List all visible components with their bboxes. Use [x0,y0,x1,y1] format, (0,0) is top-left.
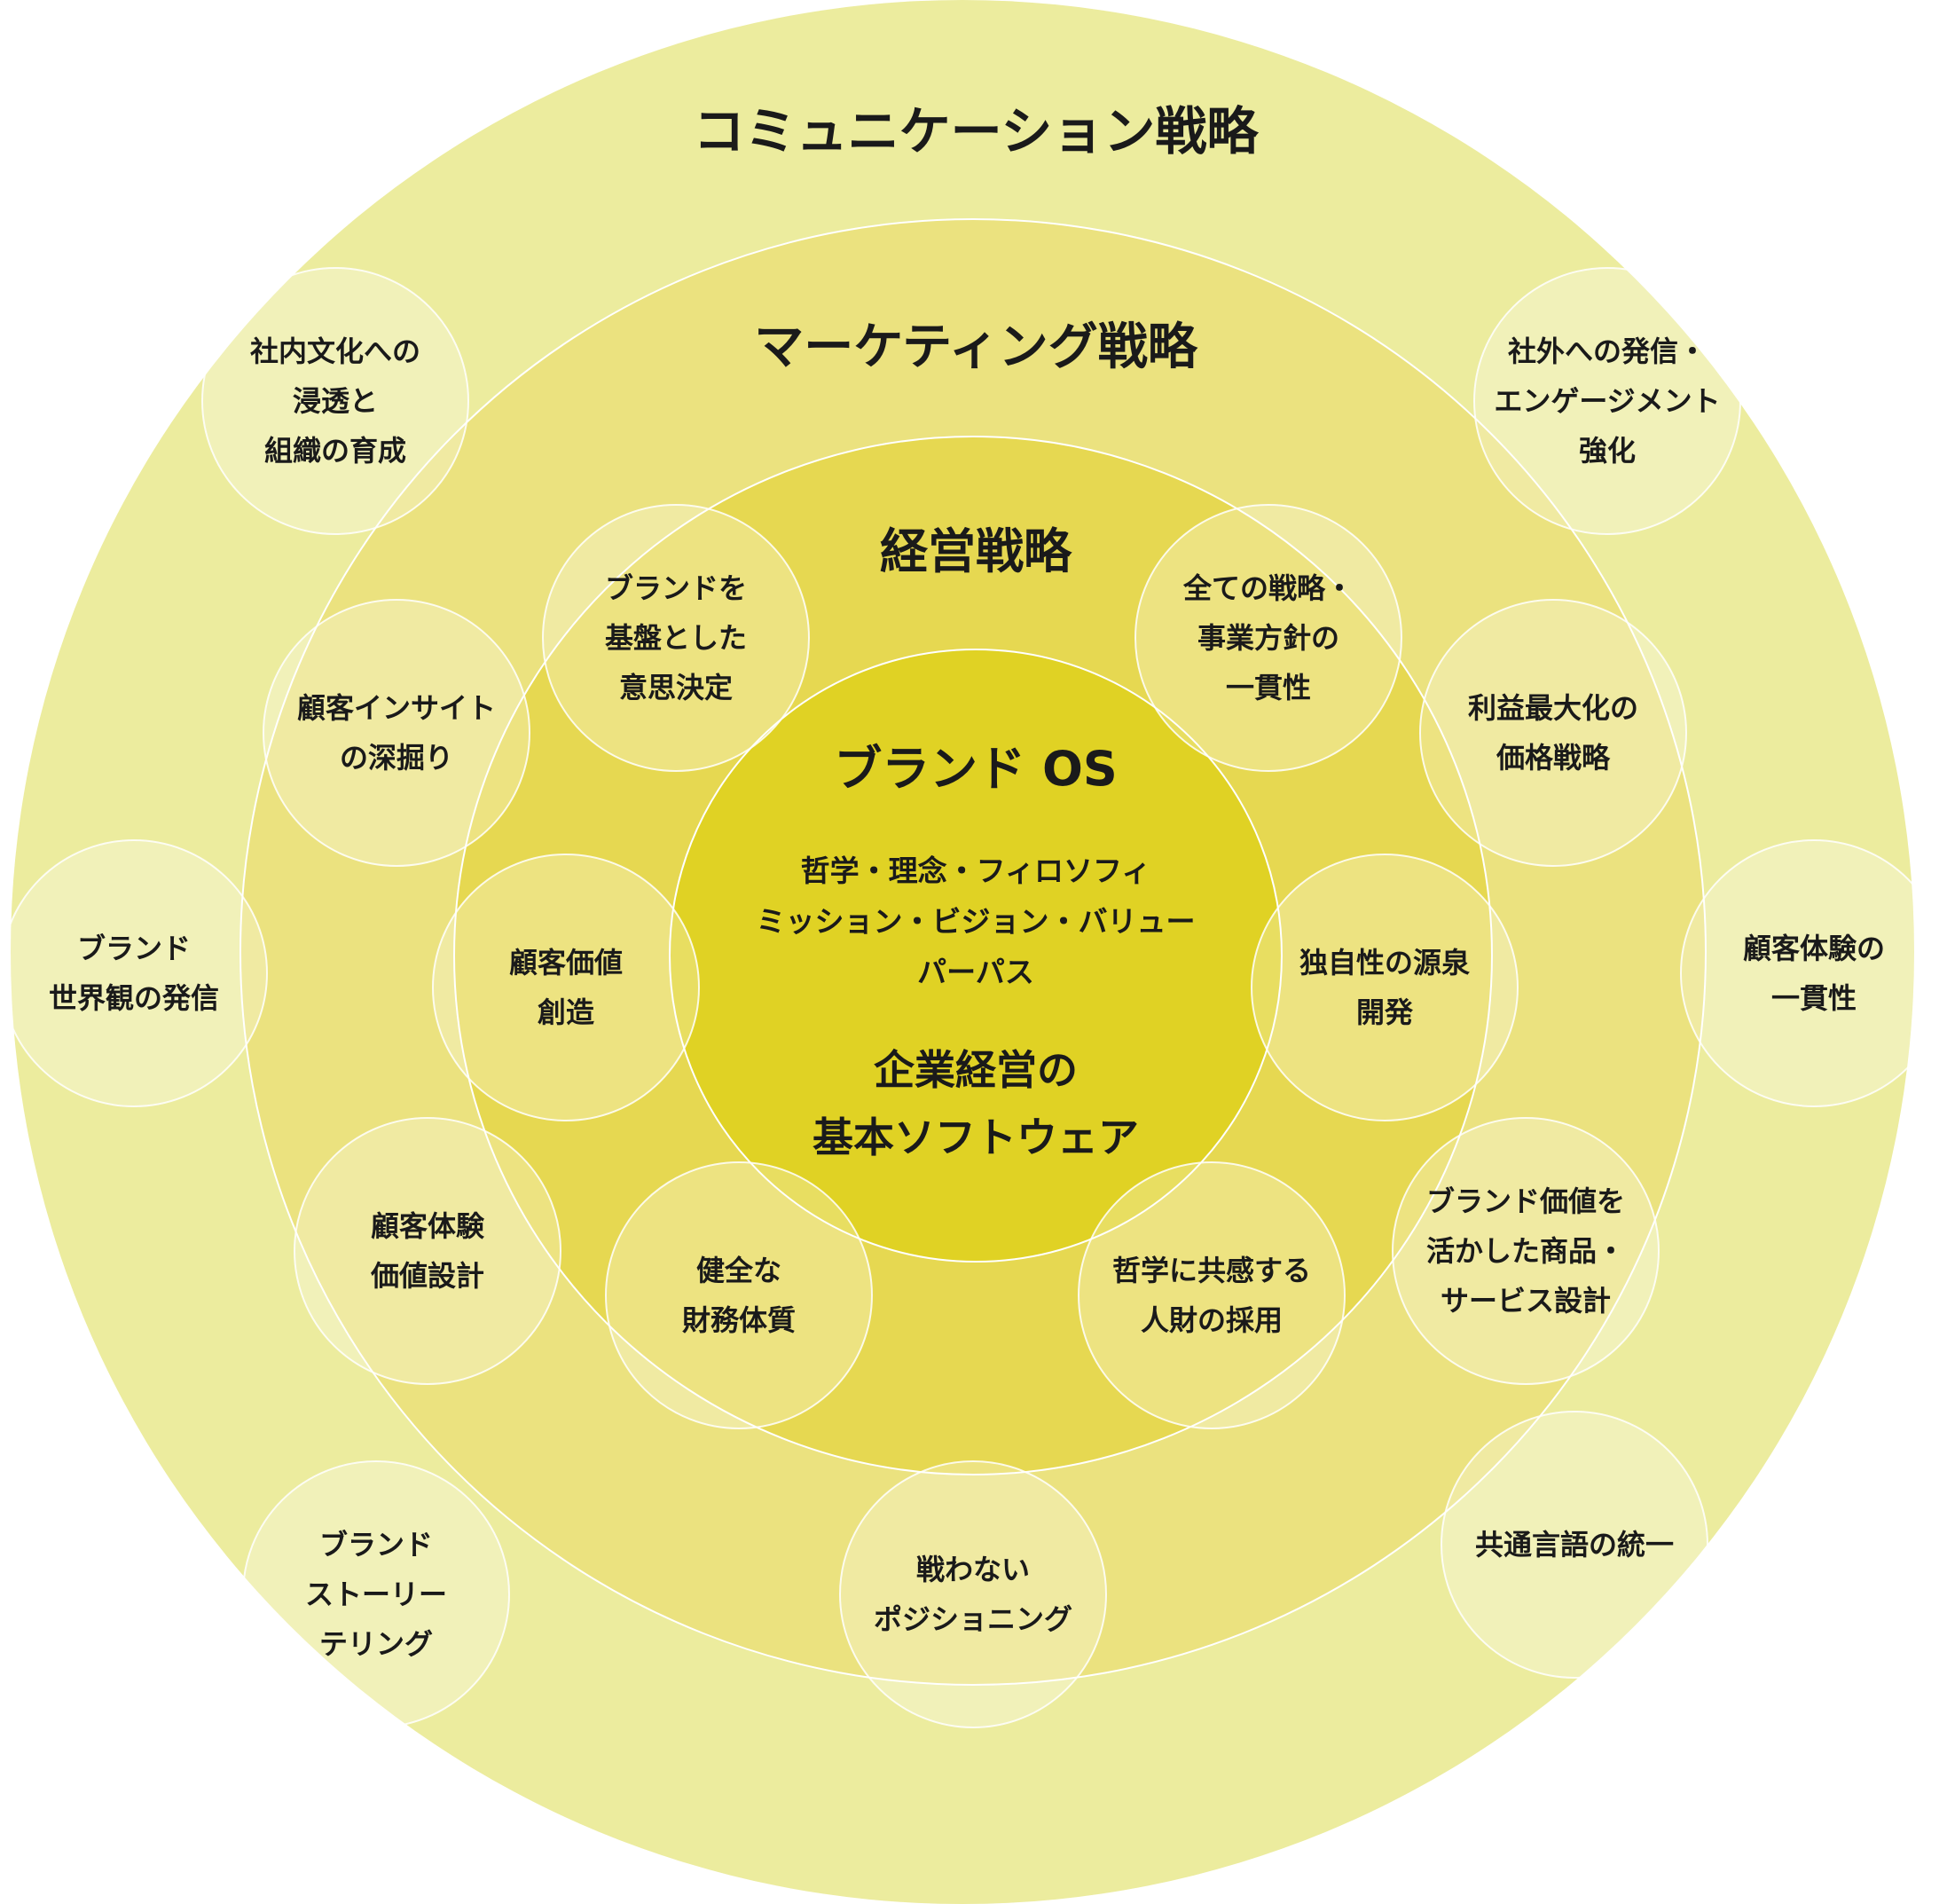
communication-bubble-4 [242,1460,510,1728]
marketing-bubble-3-line-1: 活かした商品・ [1426,1234,1625,1268]
marketing-bubble-4-line-1: ポジショニング [874,1602,1072,1636]
communication-bubble-5-line-0: 共通言語の統一 [1475,1528,1674,1562]
marketing-bubble-0-line-0: 顧客インサイト [297,691,496,725]
management-bubble-1-line-2: 一貫性 [1226,671,1311,704]
management-bubble-5-line-1: 人財の採用 [1141,1303,1283,1337]
management-bubble-0 [542,504,810,772]
management-bubble-2 [432,854,700,1121]
marketing-bubble-3-line-2: サービス設計 [1441,1284,1611,1318]
management-ring-title: 経営戦略 [880,523,1072,579]
communication-bubble-4-line-1: ストーリー [305,1577,447,1611]
management-bubble-5 [1078,1161,1346,1429]
marketing-bubble-2-line-0: 顧客体験 [371,1209,485,1243]
communication-bubble-3 [1680,839,1947,1107]
marketing-bubble-0 [263,599,530,867]
communication-bubble-2-line-1: 世界観の発信 [49,981,219,1015]
management-bubble-2-line-1: 創造 [538,995,594,1029]
marketing-bubble-1-line-0: 利益最大化の [1468,691,1638,725]
communication-bubble-1-line-2: 強化 [1579,434,1636,468]
core-subtitle-line-1: 企業経営の [874,1046,1078,1094]
bubble-group: 社内文化への浸透と組織の育成社外への発信・エンゲージメント強化ブランド世界観の発… [0,267,1947,1728]
management-bubble-0-line-1: 基盤とした [605,621,747,655]
marketing-ring-title: マーケティング戦略 [754,319,1198,376]
management-bubble-3-line-1: 開発 [1356,995,1414,1029]
core-subtitle-line-2: 基本ソフトウェア [813,1113,1139,1161]
core-line-mission: ミッション・ビジョン・バリュー [757,904,1196,939]
brand-os-core [669,649,1283,1263]
management-bubble-3-line-0: 独自性の源泉 [1299,946,1470,980]
management-bubble-5-line-0: 哲学に共感する [1112,1254,1311,1287]
communication-bubble-2 [0,839,268,1107]
communication-bubble-0-line-0: 社内文化への [250,334,420,368]
marketing-bubble-3 [1392,1117,1660,1385]
marketing-bubble-0-line-1: の深掘り [340,741,453,775]
communication-bubble-1-line-1: エンゲージメント [1494,384,1720,418]
marketing-bubble-3-line-0: ブランド価値を [1426,1184,1625,1218]
marketing-bubble-2 [294,1117,561,1385]
management-bubble-4 [605,1161,873,1429]
marketing-bubble-4-line-0: 戦わない [916,1553,1030,1586]
management-bubble-4-line-0: 健全な [696,1254,781,1287]
marketing-bubble-1 [1419,599,1687,867]
marketing-bubble-2-line-1: 価値設計 [370,1259,484,1293]
communication-bubble-3-line-0: 顧客体験の [1743,932,1885,965]
communication-bubble-5 [1441,1411,1708,1679]
brand-os-title: ブランド OS [834,741,1118,797]
management-bubble-1-line-0: 全ての戦略・ [1182,571,1354,605]
communication-bubble-4-line-2: テリング [319,1627,433,1661]
core-line-purpose: パーパス [917,955,1034,989]
communication-bubble-0-line-2: 組織の育成 [264,434,406,468]
communication-bubble-4-line-0: ブランド [319,1528,433,1562]
marketing-bubble-1-line-1: 価格戦略 [1496,741,1611,775]
management-bubble-2-line-0: 顧客価値 [509,946,623,980]
management-bubble-0-line-2: 意思決定 [619,671,733,704]
communication-bubble-1 [1473,267,1741,535]
communication-bubble-2-line-0: ブランド [77,932,191,965]
communication-ring-title: コミュニケーション戦略 [694,101,1260,161]
communication-bubble-0 [201,267,469,535]
management-bubble-1 [1134,504,1402,772]
core-line-philosophy: 哲学・理念・フィロソフィ [801,854,1151,888]
communication-bubble-3-line-1: 一貫性 [1771,981,1857,1015]
communication-bubble-1-line-0: 社外への発信・ [1508,334,1707,368]
management-bubble-4-line-1: 財務体質 [682,1303,796,1337]
management-bubble-3 [1251,854,1519,1121]
management-bubble-0-line-0: ブランドを [605,571,747,605]
communication-bubble-0-line-1: 浸透と [293,384,378,418]
management-bubble-1-line-1: 事業方針の [1197,621,1339,655]
marketing-bubble-4 [839,1460,1107,1728]
